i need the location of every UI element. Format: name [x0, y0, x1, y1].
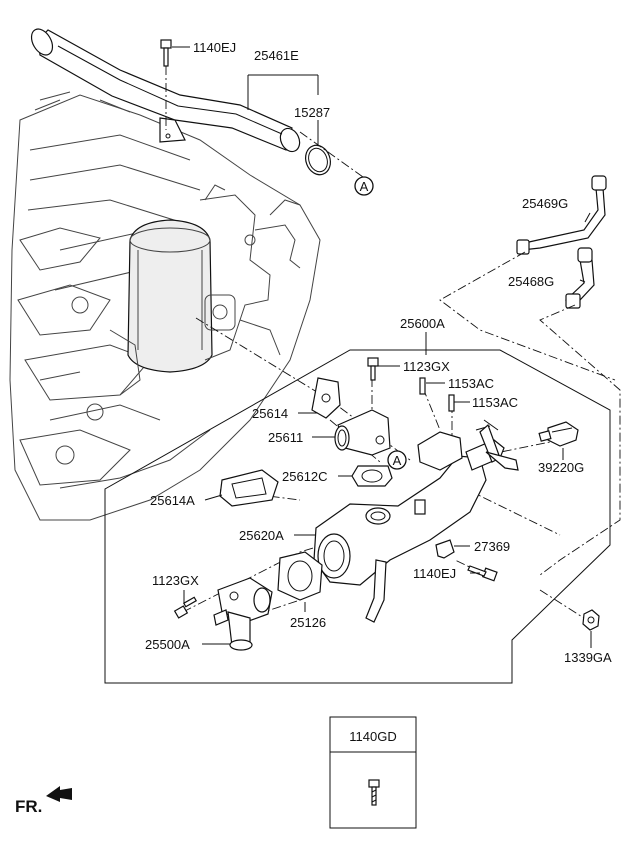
screw-icon [368, 779, 380, 806]
fitting-25611 [334, 409, 391, 456]
label-25614A: 25614A [150, 493, 195, 508]
label-39220G: 39220G [538, 460, 584, 475]
bolt-1123GX-left [173, 596, 198, 619]
label-25461E: 25461E [254, 48, 299, 63]
svg-text:A: A [360, 179, 369, 194]
housing-25620A [313, 419, 519, 623]
label-1140EJ-mid: 1140EJ [413, 566, 456, 581]
legend-part-no: 1140GD [349, 729, 396, 744]
svg-text:A: A [393, 453, 402, 468]
label-1153AC-1: 1153AC [448, 376, 494, 391]
label-25611: 25611 [268, 430, 303, 445]
bolt-1140EJ-top [160, 39, 172, 130]
pin-1153AC-1 [419, 377, 426, 395]
sensor-39220G [538, 421, 579, 447]
fr-label: FR. [15, 797, 42, 816]
clip-27369 [435, 539, 455, 559]
pin-1153AC-2 [448, 394, 455, 412]
hose-25468G [565, 247, 595, 309]
label-1339GA: 1339GA [564, 650, 612, 665]
label-1123GX-top: 1123GX [403, 359, 450, 374]
label-1140EJ-top: 1140EJ [193, 40, 236, 55]
bolt-1123GX-top [367, 357, 379, 381]
label-27369: 27369 [474, 539, 510, 554]
ref-circle-a-top: A [354, 176, 374, 196]
label-25612C: 25612C [282, 469, 328, 484]
hose-25469G [516, 175, 607, 255]
gasket-25612C [351, 465, 393, 487]
label-25469G: 25469G [522, 196, 568, 211]
label-25620A: 25620A [239, 528, 284, 543]
gasket-25614 [311, 377, 341, 419]
label-25126: 25126 [290, 615, 326, 630]
assembly-outline-25600A [104, 349, 611, 684]
arrow-left-icon [46, 786, 72, 802]
leader-lines [172, 46, 592, 648]
ref-circle-a-mid: A [387, 450, 407, 470]
engine-block-illustration [9, 91, 321, 521]
label-25500A: 25500A [145, 637, 190, 652]
label-1153AC-2: 1153AC [472, 395, 518, 410]
label-25600A: 25600A [400, 316, 445, 331]
front-direction-indicator: FR. [15, 786, 72, 816]
gasket-25614A [219, 469, 279, 507]
legend-box-1140GD: 1140GD [329, 716, 417, 829]
label-15287: 15287 [294, 105, 330, 120]
gasket-25126 [277, 551, 323, 601]
thermostat-housing-25500A [213, 577, 273, 651]
nut-1339GA [582, 609, 600, 631]
bolt-1140EJ-mid [467, 565, 498, 582]
label-1123GX-left: 1123GX [152, 573, 199, 588]
label-25468G: 25468G [508, 274, 554, 289]
label-25614: 25614 [252, 406, 288, 421]
